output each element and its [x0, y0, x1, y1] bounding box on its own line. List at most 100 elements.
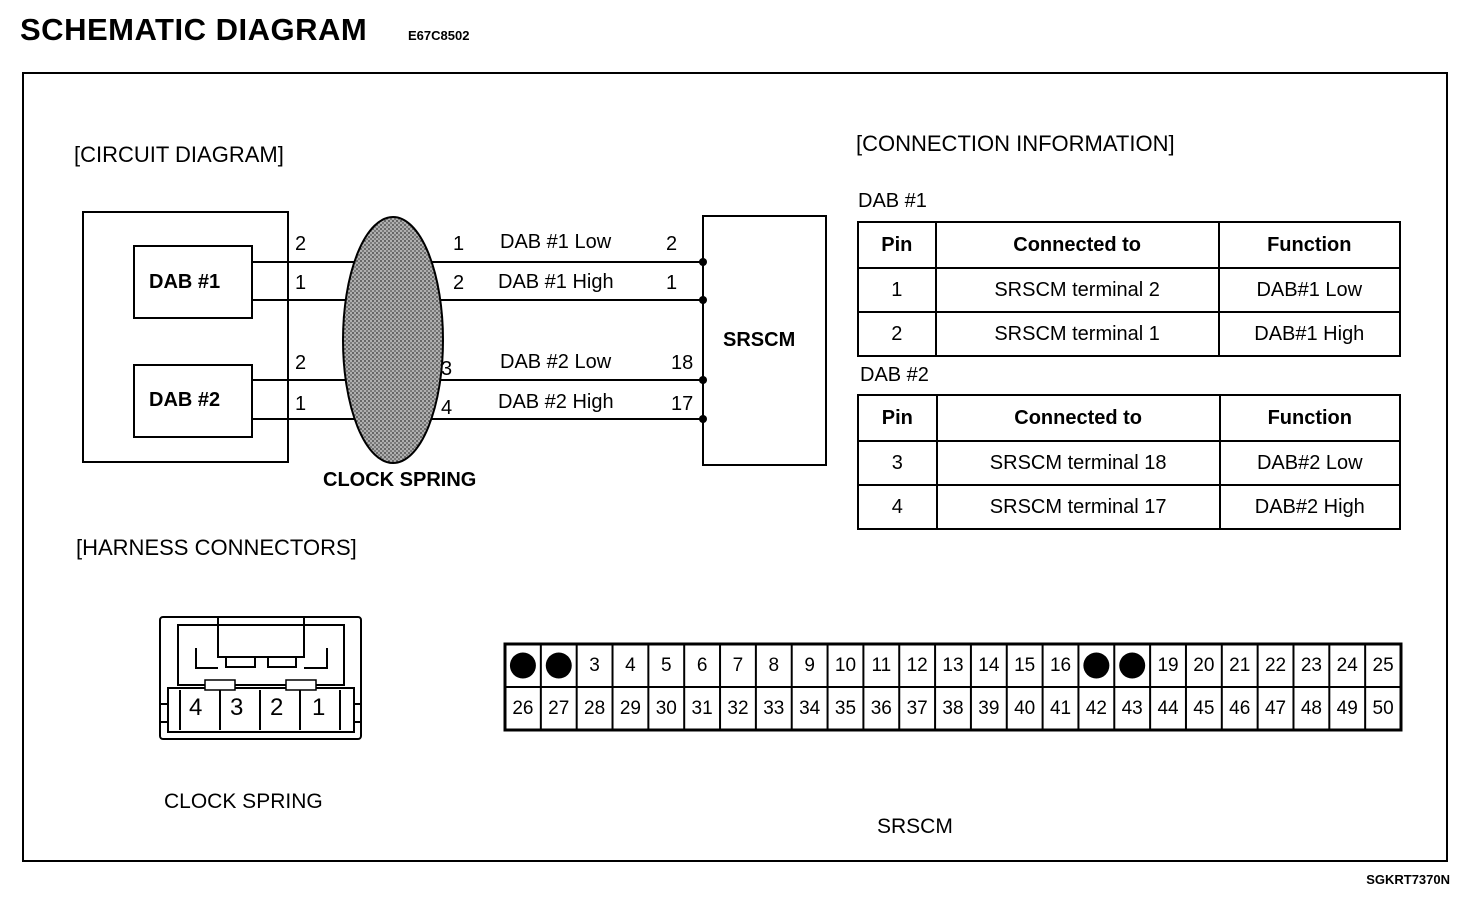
clock-spring-connector-caption: CLOCK SPRING [164, 790, 323, 813]
clock-spring-connector [159, 616, 362, 740]
table-row: 4 SRSCM terminal 17 DAB#2 High [857, 484, 1402, 530]
table-header-row: Pin Connected to Function [857, 394, 1402, 442]
table-cell: SRSCM terminal 18 [935, 440, 1221, 486]
table-header-row: Pin Connected to Function [857, 221, 1402, 269]
srscm-connector-pin: 10 [834, 654, 857, 676]
srscm-connector-pin: 50 [1372, 697, 1394, 719]
dab1-pin-low: 2 [295, 233, 307, 255]
wire-label-dab1-low: DAB #1 Low [500, 231, 612, 253]
clock-spring-connector-pin: 3 [230, 694, 244, 721]
srscm-connector-pin: 41 [1049, 697, 1072, 719]
srscm-connector-pin: 49 [1336, 697, 1358, 719]
dab1-connection-table: Pin Connected to Function 1 SRSCM termin… [857, 221, 1402, 357]
table-row: 3 SRSCM terminal 18 DAB#2 Low [857, 440, 1402, 486]
srscm-connector-pin: 6 [696, 654, 708, 676]
dab2-pin-high: 1 [295, 393, 307, 415]
table-cell: SRSCM terminal 17 [935, 484, 1221, 530]
dab1-table-caption: DAB #1 [858, 190, 927, 212]
clock-spring-pin-2: 2 [453, 272, 465, 294]
srscm-connector-pin: 39 [978, 697, 1000, 719]
dab1-box [133, 245, 253, 319]
reference-code: SGKRT7370N [1366, 872, 1450, 887]
table-cell: 2 [857, 311, 937, 357]
srscm-connector-pin: 47 [1264, 697, 1287, 719]
srscm-connector-pin: 31 [691, 697, 713, 719]
srscm-connector-pin: 37 [906, 697, 928, 719]
clock-spring-symbol [342, 216, 444, 464]
clock-spring-pin-4: 4 [441, 397, 453, 419]
page-title: SCHEMATIC DIAGRAM [20, 12, 368, 47]
srscm-connector-pin: 32 [727, 697, 749, 719]
srscm-connector-pin: 36 [870, 697, 892, 719]
table-cell: DAB#2 Low [1218, 440, 1402, 486]
srscm-connector-pin: 28 [584, 697, 606, 719]
table-cell: 4 [857, 484, 938, 530]
table-cell: DAB#1 Low [1217, 267, 1402, 313]
srscm-connector-pin: 3 [589, 654, 600, 676]
srscm-connector-pin: 43 [1121, 697, 1143, 719]
clock-spring-pin-1: 1 [453, 233, 465, 255]
srscm-connector-pin: 19 [1157, 654, 1179, 676]
dab1-label: DAB #1 [149, 271, 221, 293]
srscm-box [702, 215, 827, 466]
table-row: 1 SRSCM terminal 2 DAB#1 Low [857, 267, 1402, 313]
srscm-pin-17: 17 [671, 393, 694, 415]
airbag-module-box [82, 211, 289, 463]
column-header: Connected to [934, 221, 1220, 269]
srscm-connector-pin: 40 [1014, 697, 1036, 719]
srscm-unused-pin-marker [509, 652, 536, 679]
srscm-connector-pin: 35 [834, 697, 857, 719]
table-cell: DAB#1 High [1217, 311, 1402, 357]
wire-label-dab2-low: DAB #2 Low [500, 351, 612, 373]
srscm-connector-pin: 21 [1229, 654, 1251, 676]
srscm-unused-pin-marker [1119, 652, 1146, 679]
dab2-label: DAB #2 [149, 389, 221, 411]
srscm-connector-pin: 29 [619, 697, 641, 719]
circuit-diagram-heading: [CIRCUIT DIAGRAM] [74, 142, 284, 167]
column-header: Function [1217, 221, 1402, 269]
srscm-connector-pin: 26 [512, 697, 534, 719]
srscm-connector-pin: 33 [763, 697, 785, 719]
clock-spring-connector-pin: 2 [270, 694, 284, 721]
srscm-label: SRSCM [723, 329, 796, 351]
srscm-connector-pin: 46 [1229, 697, 1251, 719]
table-cell: DAB#2 High [1218, 484, 1402, 530]
connection-information-heading: [CONNECTION INFORMATION] [856, 131, 1175, 156]
srscm-connector-pin: 42 [1085, 697, 1107, 719]
table-row: 2 SRSCM terminal 1 DAB#1 High [857, 311, 1402, 357]
srscm-connector-pin: 20 [1193, 654, 1215, 676]
srscm-connector-pin: 23 [1300, 654, 1322, 676]
dab2-table-caption: DAB #2 [860, 364, 929, 386]
srscm-connector-pin: 27 [548, 697, 570, 719]
srscm-connector-pin: 16 [1049, 654, 1072, 676]
srscm-connector-pin: 45 [1193, 697, 1215, 719]
srscm-connector-pin: 15 [1014, 654, 1036, 676]
srscm-connector-pin: 38 [942, 697, 964, 719]
dab1-pin-high: 1 [295, 272, 307, 294]
dab2-pin-low: 2 [295, 352, 307, 374]
column-header: Pin [857, 394, 938, 442]
srscm-unused-pin-marker [1083, 652, 1110, 679]
table-cell: SRSCM terminal 2 [934, 267, 1220, 313]
clock-spring-label: CLOCK SPRING [323, 469, 477, 491]
column-header: Pin [857, 221, 937, 269]
srscm-connector-pin: 44 [1157, 697, 1179, 719]
table-cell: SRSCM terminal 1 [934, 311, 1220, 357]
srscm-connector-pin: 11 [871, 654, 892, 676]
table-cell: 3 [857, 440, 938, 486]
diagram-frame [22, 72, 1448, 862]
srscm-connector-pin: 9 [804, 654, 815, 676]
column-header: Connected to [935, 394, 1221, 442]
srscm-connector-pin: 30 [655, 697, 677, 719]
document-code: E67C8502 [408, 28, 470, 43]
table-cell: 1 [857, 267, 937, 313]
srscm-connector [503, 642, 1403, 732]
srscm-pin-1: 1 [666, 272, 678, 294]
srscm-connector-pin: 22 [1264, 654, 1287, 676]
srscm-connector-pin: 48 [1300, 697, 1322, 719]
srscm-pin-18: 18 [671, 352, 694, 374]
clock-spring-connector-pin: 4 [189, 694, 203, 721]
dab2-box [133, 364, 253, 438]
srscm-connector-pin: 25 [1372, 654, 1394, 676]
